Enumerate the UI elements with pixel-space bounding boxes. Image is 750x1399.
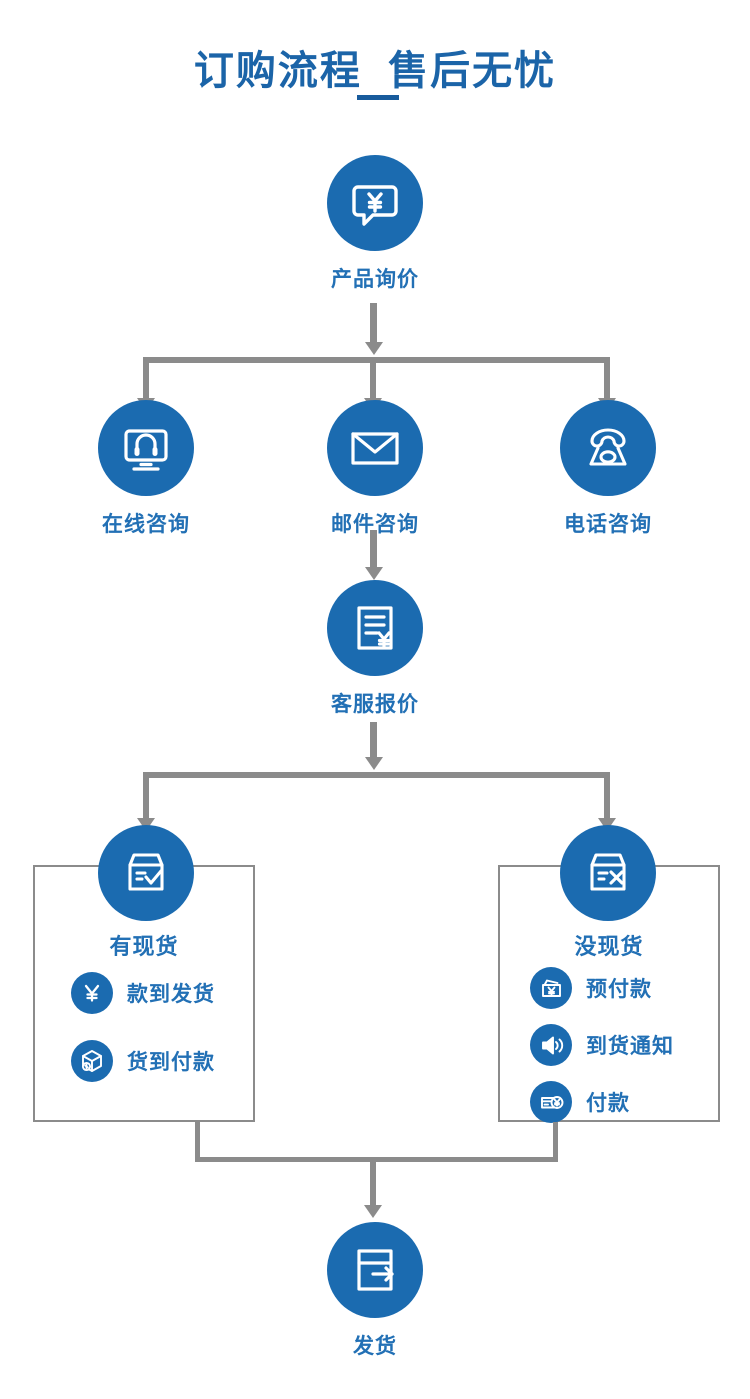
arrow-head-merge-down [364,1205,382,1218]
telephone-icon [560,400,656,496]
node-label: 邮件咨询 [331,513,419,536]
connector-merge-down [370,1157,376,1207]
box-arrow-out-icon [327,1222,423,1318]
connector-right-box-down [553,1122,558,1162]
connector-bus-contact-right-drop [604,357,610,400]
node-label: 客服报价 [331,693,419,716]
node-online-consult: 在线咨询 [98,400,194,538]
connector-quote-down [370,722,377,760]
list-item[interactable]: 货到付款 [71,1040,253,1082]
node-service-quote: 客服报价 [327,580,423,718]
connector-start-down [370,303,377,344]
speaker-icon [530,1024,572,1066]
stock-box-title: 没现货 [574,934,644,959]
title-underline-accent [357,95,399,100]
arrow-head-start-down [364,342,383,355]
stock-box-out-of-stock: 没现货 预付款 [498,865,720,1123]
arrow-head-email-to-quote [364,567,383,580]
node-label: 电话咨询 [564,513,652,536]
stock-option-list: 款到发货 货到付款 [35,972,253,1082]
list-item[interactable]: 款到发货 [71,972,253,1014]
monitor-headset-icon [98,400,194,496]
stock-option-list: 预付款 到货通知 [500,967,718,1123]
node-out-of-stock [560,825,656,921]
yen-icon [71,972,113,1014]
list-item[interactable]: 付款 [530,1081,718,1123]
connector-left-box-down [195,1122,200,1162]
list-item-label: 预付款 [586,978,652,1001]
package-cube-icon [71,1040,113,1082]
box-check-icon [98,825,194,921]
list-item-label: 到货通知 [586,1035,674,1058]
page-title: 订购流程 售后无忧 [193,49,557,93]
connector-merge-bar [195,1157,558,1162]
connector-email-to-quote [370,530,377,569]
connector-bus-contact-left-drop [143,357,149,400]
card-yen-icon [530,1081,572,1123]
wallet-yen-icon [530,967,572,1009]
arrow-head-quote-down [364,757,383,770]
node-email-consult: 邮件咨询 [327,400,423,538]
speech-bubble-yen-icon [327,155,423,251]
box-cross-icon [560,825,656,921]
node-in-stock [98,825,194,921]
node-label: 产品询价 [331,268,419,291]
document-yen-icon [327,580,423,676]
connector-bus-contact [143,357,610,363]
envelope-icon [327,400,423,496]
node-label: 发货 [353,1335,397,1358]
connector-bus-stock-right-drop [604,772,610,820]
list-item[interactable]: 预付款 [530,967,718,1009]
node-phone-consult: 电话咨询 [560,400,656,538]
node-shipment: 发货 [327,1222,423,1360]
connector-bus-contact-mid-drop [370,357,376,400]
list-item[interactable]: 到货通知 [530,1024,718,1066]
list-item-label: 款到发货 [127,983,215,1006]
stock-box-title: 有现货 [109,934,179,959]
node-label: 在线咨询 [102,513,190,536]
node-product-inquiry: 产品询价 [327,155,423,293]
connector-bus-stock [143,772,610,778]
list-item-label: 货到付款 [127,1051,215,1074]
list-item-label: 付款 [586,1092,630,1115]
connector-bus-stock-left-drop [143,772,149,820]
